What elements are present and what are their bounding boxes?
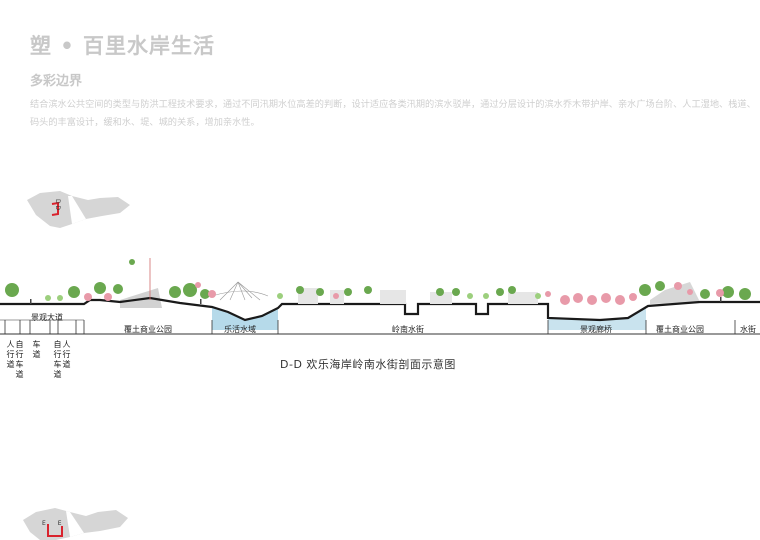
page-title: 塑 • 百里水岸生活 xyxy=(30,34,216,58)
segment-label-water-street: 岭南水街 xyxy=(392,325,424,334)
section-caption: D-D 欢乐海岸岭南水街剖面示意图 xyxy=(280,358,456,371)
segment-label-avenue: 景观大道 xyxy=(31,313,63,322)
cable-bridge xyxy=(211,281,269,301)
segment-label-water-street-right: 水街 xyxy=(740,325,756,334)
lane-label-bike-left: 自行车道 xyxy=(15,340,24,379)
key-map-top-label: D D xyxy=(54,199,61,211)
lane-label-bike-right: 自行车道 xyxy=(53,340,62,379)
segment-label-park-right: 覆土商业公园 xyxy=(656,325,704,334)
ground-profile-line xyxy=(0,296,760,322)
section-subtitle: 多彩边界 xyxy=(30,74,83,89)
segment-ticks xyxy=(4,320,736,334)
segment-label-water-area: 乐活水域 xyxy=(224,325,256,334)
mound-right xyxy=(650,282,700,304)
mound-left xyxy=(120,288,162,308)
lane-label-carriageway: 车道 xyxy=(32,340,41,359)
key-map-bottom-label: E E xyxy=(42,520,67,527)
water-canal xyxy=(548,306,646,330)
lane-label-sidewalk-left: 人行道 xyxy=(6,340,15,369)
description-text: 结合滨水公共空间的类型与防洪工程技术要求，通过不同汛期水位高差的判断，设计适应各… xyxy=(30,99,756,128)
trees xyxy=(5,259,751,305)
lane-label-sidewalk-right: 人行道 xyxy=(62,340,71,369)
segment-label-park-left: 覆土商业公园 xyxy=(124,325,172,334)
segment-label-bridge: 景观廊桥 xyxy=(580,325,612,334)
